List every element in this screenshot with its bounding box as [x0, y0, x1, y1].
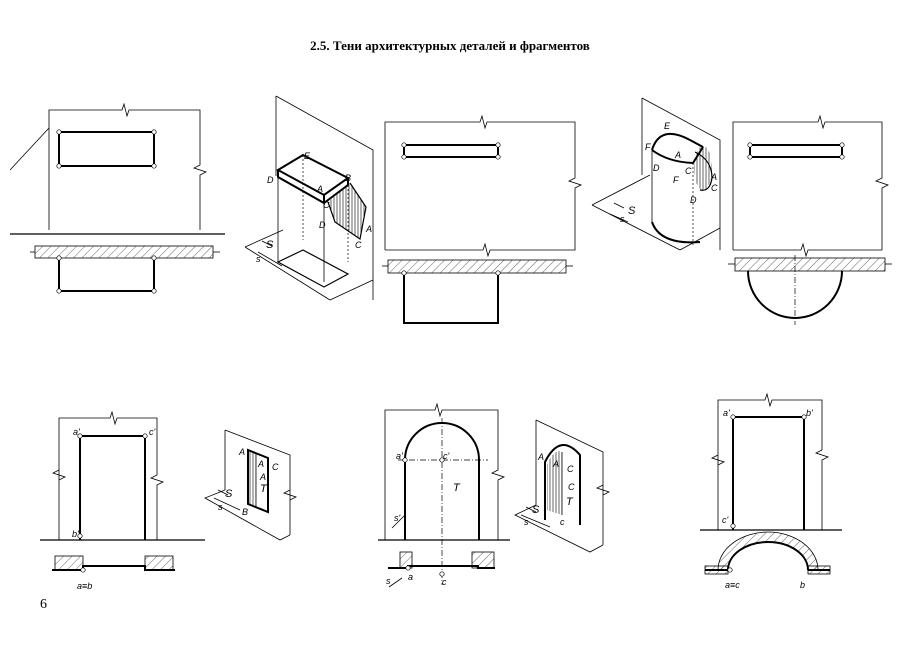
- label-c-prime-8: c': [443, 451, 450, 461]
- label-s-cyl: s: [620, 214, 625, 224]
- label-A-top-7: A: [257, 459, 264, 469]
- figure-cornice-semicircle: [728, 114, 892, 325]
- label-b-10: b: [800, 580, 805, 590]
- label-a-prime-8: a': [396, 451, 403, 461]
- label-A-9: A: [537, 452, 544, 462]
- label-s-8: s: [386, 576, 391, 586]
- label-D: D: [267, 175, 274, 185]
- label-D1: D: [319, 220, 326, 230]
- figure-narrow-window: [382, 114, 583, 324]
- label-a-prime-10: a': [723, 408, 730, 418]
- label-C-cyl: C: [685, 166, 692, 176]
- label-T-7: T: [260, 483, 268, 495]
- label-T-8: T: [453, 482, 461, 494]
- label-E: E: [304, 151, 311, 161]
- label-T-9: T: [566, 496, 574, 508]
- label-F1: F: [673, 175, 679, 185]
- label-s-prime-8: s': [394, 513, 401, 523]
- label-D-cyl: D: [653, 163, 660, 173]
- label-A: A: [316, 184, 323, 194]
- label-a-eq-c: a≡c: [725, 580, 740, 590]
- label-S: S: [266, 239, 274, 251]
- label-a-eq-b: a≡b: [77, 581, 92, 591]
- label-S-cyl: S: [628, 205, 636, 217]
- label-S-9: S: [532, 504, 540, 516]
- label-a-8: a: [408, 572, 413, 582]
- figure-niche-axonometric: A A A C T S s B: [204, 429, 298, 541]
- page-number: 6: [40, 597, 47, 612]
- label-c-9: c: [560, 517, 565, 527]
- figure-halfround-niche: a' b' c' a≡c b: [700, 392, 842, 590]
- label-A-cyl: A: [674, 150, 681, 160]
- label-b-prime-6: b': [72, 529, 79, 539]
- figure-cylinder-axonometric: E F A C D F A C D S s: [591, 97, 721, 251]
- label-C: C: [323, 200, 330, 210]
- figure-window-wall: [9, 102, 225, 294]
- label-c-8: c: [442, 577, 447, 587]
- figure-arched-niche-axonometric: A A C C T S s c: [514, 419, 611, 553]
- label-E-cyl: E: [664, 121, 671, 131]
- label-C-9: C: [567, 464, 574, 474]
- label-F: F: [645, 142, 651, 152]
- label-A-top-9: A: [552, 459, 559, 469]
- label-A1: A: [365, 224, 372, 234]
- label-s-9: s: [524, 517, 529, 527]
- label-s: s: [256, 254, 261, 264]
- label-C1: C: [355, 240, 362, 250]
- label-B-7: B: [242, 507, 248, 517]
- label-s-7: s: [218, 502, 223, 512]
- label-C1-9: C: [568, 482, 575, 492]
- label-C1-cyl: C: [711, 183, 718, 193]
- label-S-7: S: [225, 488, 233, 500]
- label-c-prime-6: c': [149, 427, 156, 437]
- label-C-7: C: [272, 462, 279, 472]
- figure-slab-axonometric: E D A B C D C A S s: [244, 95, 374, 301]
- label-A1-7: A: [259, 472, 266, 482]
- label-c-prime-10: c': [722, 515, 729, 525]
- figure-rect-niche: a' c' b' a≡b: [40, 410, 205, 591]
- label-A1-cyl: A: [710, 172, 717, 182]
- label-A-7: A: [238, 447, 245, 457]
- label-a-prime-6: a': [73, 427, 80, 437]
- figure-arched-niche: a' c' T s' s a c: [378, 402, 510, 588]
- label-D1-cyl: D: [690, 195, 697, 205]
- label-B: B: [345, 173, 351, 183]
- page-title: 2.5. Тени архитектурных деталей и фрагме…: [310, 38, 590, 53]
- label-b-prime-10: b': [806, 408, 813, 418]
